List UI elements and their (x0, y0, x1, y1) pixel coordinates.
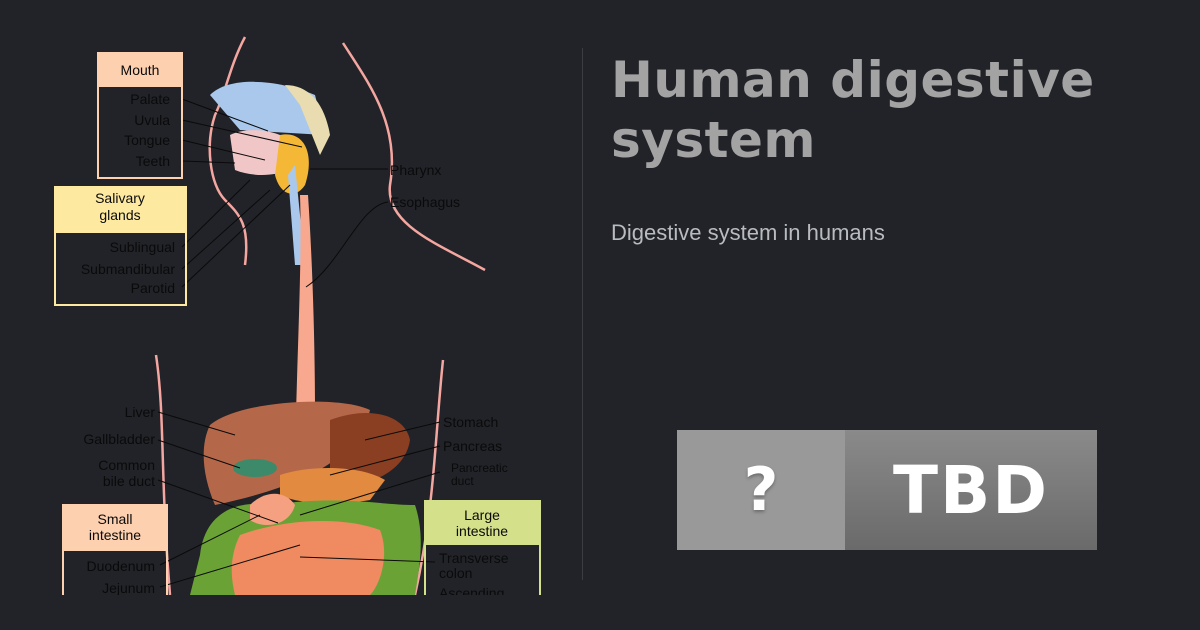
label-palate: Palate (130, 91, 170, 107)
nasal-shape (285, 85, 330, 155)
label-teeth: Teeth (136, 153, 170, 169)
label-liver: Liver (125, 404, 156, 420)
page-title: Human digestive system (611, 51, 1095, 169)
large-intestine-label-box: Large intestine Transverse colon Ascendi… (424, 500, 541, 595)
status-badge-label: TBD (845, 430, 1097, 550)
body-outline (154, 36, 486, 595)
page-subtitle: Digestive system in humans (611, 220, 885, 245)
label-stomach: Stomach (443, 414, 498, 430)
pancreas-shape (280, 468, 385, 504)
salivary-heading-1: Salivary (95, 190, 145, 206)
small-intestine-label-box: Small intestine Duodenum Jejunum (62, 504, 168, 595)
label-ascending: Ascending (439, 585, 504, 595)
large-heading-1: Large (464, 507, 500, 523)
large-heading-2: intestine (456, 523, 508, 539)
label-pancreatic-1: Pancreatic (451, 461, 508, 475)
salivary-shape (275, 134, 309, 194)
salivary-label-box: Salivary glands Sublingual Submandibular… (54, 186, 187, 306)
label-gallbladder: Gallbladder (83, 431, 155, 447)
label-bile-1: Common (98, 457, 155, 473)
mouth-heading: Mouth (121, 62, 160, 78)
label-parotid: Parotid (131, 280, 175, 296)
label-tongue: Tongue (124, 132, 170, 148)
gallbladder-shape (233, 459, 277, 477)
small-heading-1: Small (97, 511, 132, 527)
label-transverse: Transverse (439, 550, 509, 566)
stomach-shape (330, 412, 410, 486)
small-intestine-shape (231, 520, 385, 595)
liver-shape (203, 401, 370, 505)
small-heading-2: intestine (89, 527, 141, 543)
label-bile-2: bile duct (103, 473, 155, 489)
status-badge: ? TBD (677, 430, 1097, 550)
label-esophagus: Esophagus (390, 194, 460, 210)
label-sublingual: Sublingual (110, 239, 175, 255)
esophagus-shape (296, 195, 315, 415)
label-pancreas: Pancreas (443, 438, 502, 454)
label-pancreatic-2: duct (451, 474, 474, 488)
label-submandibular: Submandibular (81, 261, 176, 277)
label-jejunum: Jejunum (102, 580, 155, 595)
label-pharynx: Pharynx (390, 162, 441, 178)
label-colon: colon (439, 565, 472, 581)
digestive-system-diagram: Mouth Palate Uvula Tongue Teeth Salivary… (40, 35, 560, 595)
divider (582, 48, 583, 580)
leader-lines (157, 98, 441, 588)
salivary-heading-2: glands (99, 207, 140, 223)
label-duodenum: Duodenum (87, 558, 156, 574)
label-uvula: Uvula (134, 112, 170, 128)
question-icon: ? (677, 430, 845, 550)
mouth-label-box: Mouth Palate Uvula Tongue Teeth (97, 52, 183, 179)
